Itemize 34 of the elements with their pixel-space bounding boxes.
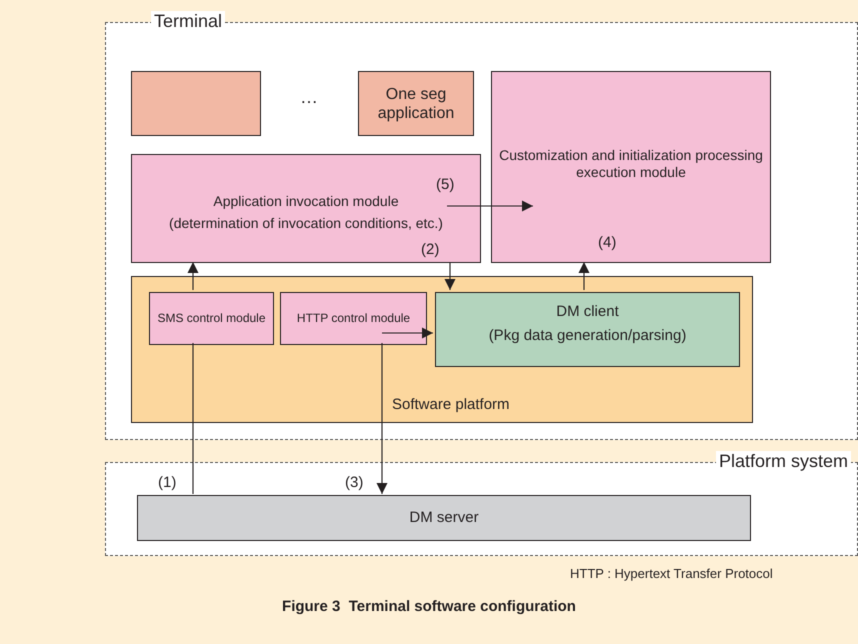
figure-caption: Figure 3 Terminal software configuration (281, 598, 577, 615)
module-box (491, 71, 771, 263)
node-label: Application invocation module (212, 193, 400, 210)
edge-label: (2) (421, 241, 440, 258)
node-label: DM server (408, 509, 480, 527)
node-label: HTTP control module (296, 311, 412, 326)
node-label: One seg application (376, 84, 456, 123)
node-label: (determination of invocation conditions, etc.) (168, 215, 444, 232)
client-box (435, 292, 740, 367)
ellipsis-text: … (300, 87, 318, 108)
module-box (280, 292, 427, 345)
app-box (131, 71, 261, 136)
footnote: HTTP : Hypertext Transfer Protocol (570, 566, 773, 581)
arrow (578, 262, 590, 290)
node-label: Software platform (392, 396, 510, 414)
node-label: (Pkg data generation/parsing) (488, 327, 688, 345)
arrow (444, 262, 456, 290)
arrow (376, 343, 388, 494)
arrow (447, 200, 533, 212)
server-box (137, 495, 751, 541)
module-box (131, 154, 481, 263)
container-heading: Platform system (716, 451, 851, 473)
edge-label: (4) (598, 234, 616, 251)
node-label: Customization and initialization processing execution module (498, 147, 764, 181)
node-label: SMS control module (156, 311, 267, 326)
edge-label: (3) (345, 474, 364, 491)
platform-panel (131, 276, 753, 423)
app-box (358, 71, 474, 136)
arrow (188, 262, 198, 290)
edge-label: (5) (436, 176, 454, 193)
node-label: DM client (555, 303, 620, 321)
module-box (149, 292, 274, 345)
edge-label: (1) (158, 474, 176, 491)
arrow (381, 328, 433, 338)
